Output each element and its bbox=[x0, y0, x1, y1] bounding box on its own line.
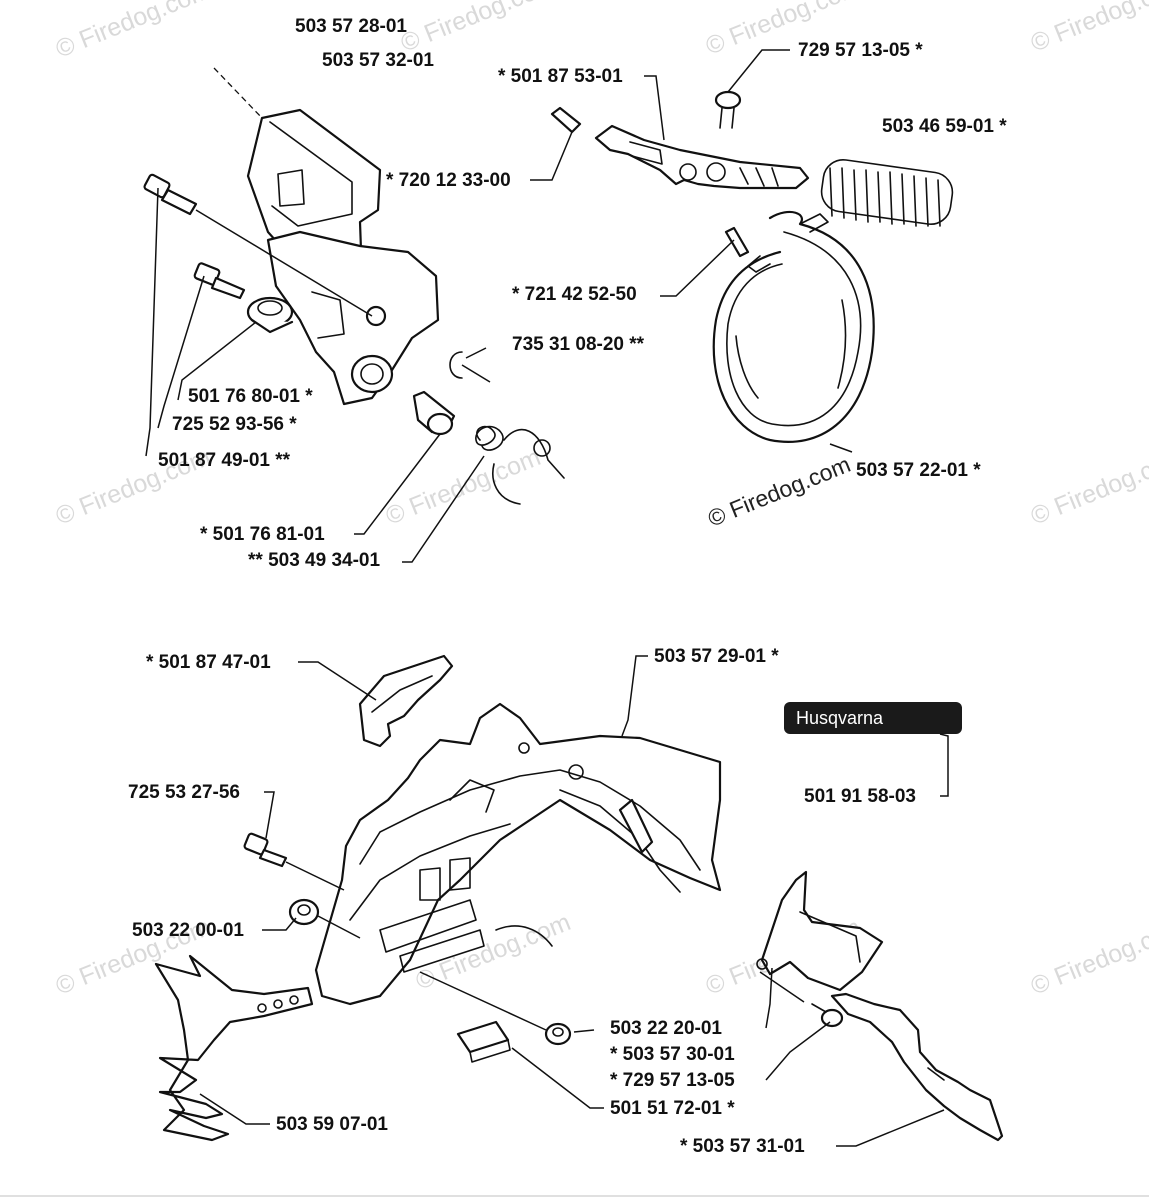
brand-decal-plate bbox=[784, 702, 962, 734]
part-number-labels: 503 57 28-01 503 57 32-01 * 720 12 33-00… bbox=[128, 16, 1007, 1157]
clutch-cover bbox=[314, 702, 722, 1006]
circlip bbox=[449, 351, 463, 379]
cover-screw bbox=[243, 832, 288, 868]
label-501-76-81-01: * 501 76 81-01 bbox=[200, 524, 325, 545]
cover-nut bbox=[288, 898, 320, 926]
brand-decal: Husqvarna bbox=[784, 702, 962, 734]
label-501-87-49-01: 501 87 49-01 ** bbox=[158, 450, 291, 471]
center-nut bbox=[544, 1022, 572, 1046]
watermark-top-center: © Firedog.com bbox=[397, 0, 560, 58]
catcher-screw bbox=[811, 1003, 844, 1028]
label-729-57-13-05-top: 729 57 13-05 * bbox=[798, 40, 923, 61]
chain-catcher bbox=[756, 870, 884, 992]
label-503-49-34-01: ** 503 49 34-01 bbox=[248, 550, 380, 571]
label-501-87-47-01: * 501 87 47-01 bbox=[146, 652, 271, 673]
watermark-top-left: © Firedog.com bbox=[52, 0, 215, 64]
clip-top bbox=[358, 654, 454, 748]
label-501-87-53-01: * 501 87 53-01 bbox=[498, 66, 623, 87]
label-735-31-08-20: 735 31 08-20 ** bbox=[512, 334, 645, 355]
right-guard bbox=[830, 992, 1004, 1142]
label-501-51-72-01: 501 51 72-01 * bbox=[610, 1098, 735, 1119]
leader-lines bbox=[145, 49, 949, 1147]
pivot-pin bbox=[412, 390, 456, 436]
watermark-top-far-right: © Firedog.com bbox=[1027, 0, 1149, 58]
watermark-low-far-right: © Firedog.com bbox=[1027, 913, 1149, 1001]
label-503-57-29-01: 503 57 29-01 * bbox=[654, 646, 779, 667]
watermark-mid-right: © Firedog.com bbox=[1027, 443, 1149, 531]
slide-pad bbox=[456, 1020, 511, 1063]
brake-band bbox=[712, 210, 875, 443]
label-729-57-13-05-bottom: * 729 57 13-05 bbox=[610, 1070, 735, 1091]
lever-pin bbox=[550, 106, 582, 134]
label-725-53-27-56: 725 53 27-56 bbox=[128, 782, 240, 803]
band-pin bbox=[724, 226, 750, 258]
watermark-dark: © Firedog.com bbox=[704, 451, 854, 532]
brake-washer bbox=[350, 354, 394, 394]
label-503-57-30-01: * 503 57 30-01 bbox=[610, 1044, 735, 1065]
brake-lever bbox=[594, 124, 810, 190]
coil-spring bbox=[820, 158, 954, 227]
label-503-22-20-01: 503 22 20-01 bbox=[610, 1018, 722, 1039]
watermarks: © Firedog.com © Firedog.com © Firedog.co… bbox=[52, 0, 1149, 1001]
label-501-76-80-01: 501 76 80-01 * bbox=[188, 386, 313, 407]
watermark-low-center: © Firedog.com bbox=[412, 908, 575, 996]
label-503-57-32-01: 503 57 32-01 bbox=[322, 50, 434, 71]
screw-middle bbox=[193, 262, 246, 300]
label-503-57-28-01: 503 57 28-01 bbox=[295, 16, 407, 37]
brake-handle-assembly bbox=[143, 67, 565, 505]
label-720-12-33-00: * 720 12 33-00 bbox=[386, 170, 511, 191]
label-725-52-93-56: 725 52 93-56 * bbox=[172, 414, 297, 435]
label-721-42-52-50: * 721 42 52-50 bbox=[512, 284, 637, 305]
label-503-46-59-01: 503 46 59-01 * bbox=[882, 116, 1007, 137]
bumper-spike bbox=[154, 954, 314, 1142]
label-503-57-31-01: * 503 57 31-01 bbox=[680, 1136, 805, 1157]
screw-top bbox=[143, 173, 198, 216]
bushing bbox=[246, 296, 294, 334]
lever-screw bbox=[714, 90, 742, 129]
label-503-59-07-01: 503 59 07-01 bbox=[276, 1114, 388, 1135]
label-503-57-22-01: 503 57 22-01 * bbox=[856, 460, 981, 481]
label-501-91-58-03: 501 91 58-03 bbox=[804, 786, 916, 807]
label-503-22-00-01: 503 22 00-01 bbox=[132, 920, 244, 941]
clutch-cover-assembly: Husqvarna bbox=[154, 654, 1004, 1142]
brake-lever-assembly bbox=[550, 90, 954, 443]
brand-decal-text: Husqvarna bbox=[796, 708, 884, 728]
brake-spring bbox=[475, 425, 565, 505]
